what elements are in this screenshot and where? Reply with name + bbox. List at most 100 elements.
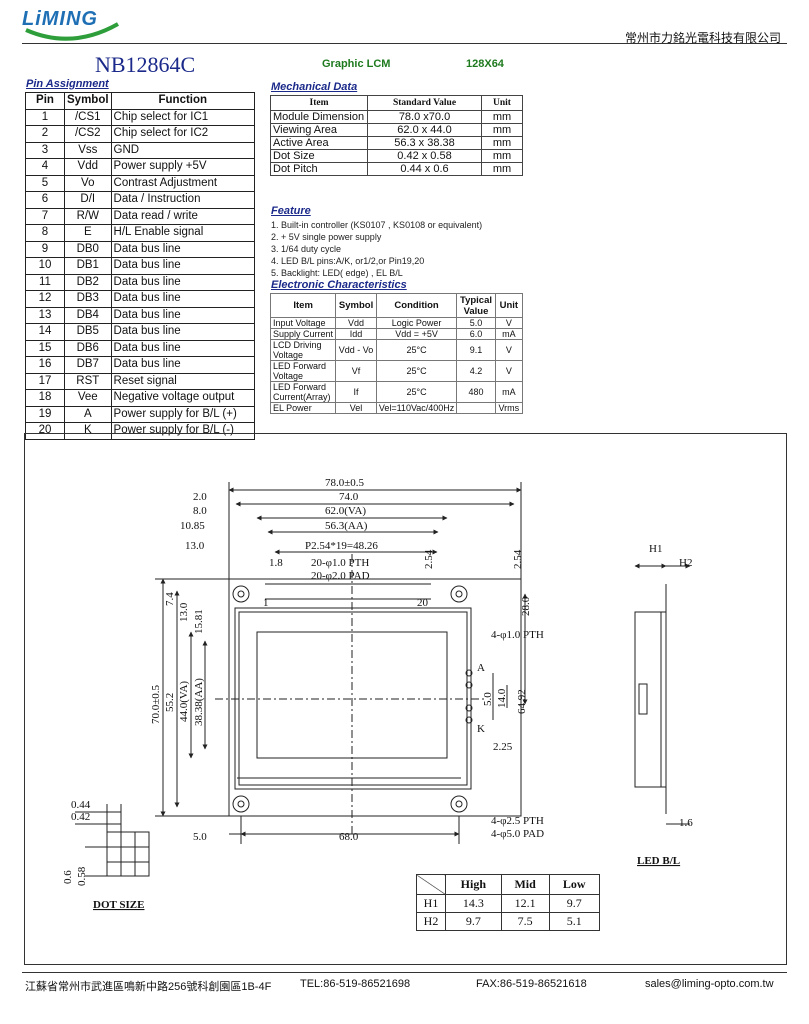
table-cell: 10	[25, 257, 65, 275]
dim-78: 78.0±0.5	[325, 477, 365, 489]
table-cell: Vdd = +5V	[375, 328, 458, 340]
dim-50: 5.0	[482, 692, 494, 706]
feature-list: 1. Built-in controller (KS0107 , KS0108 …	[271, 219, 531, 279]
dim-130v: 13.0	[178, 602, 190, 622]
table-cell: 0.42 x 0.58	[367, 149, 482, 163]
footer-address: 江蘇省常州市武進區鳴新中路256號科創園區1B-4F	[25, 981, 272, 993]
table-cell: Power supply +5V	[110, 158, 256, 176]
dim-2: 2.0	[193, 491, 207, 503]
table-cell: mm	[481, 110, 523, 124]
table-cell: Vel=110Vac/400Hz	[375, 402, 458, 414]
module-resolution: 128X64	[466, 58, 504, 70]
dim-44va: 44.0(VA)	[178, 681, 190, 722]
footer-email: sales@liming-opto.com.tw	[645, 978, 774, 990]
table-cell: Data / Instruction	[110, 191, 256, 209]
table-cell: 6	[25, 191, 65, 209]
table-cell: Data bus line	[110, 273, 256, 291]
table-cell: 16	[25, 356, 65, 374]
table-cell: 12	[25, 290, 65, 308]
table-cell: 25°C	[375, 339, 458, 361]
col-header: Unit	[481, 95, 523, 111]
list-item: 2. + 5V single power supply	[271, 232, 382, 242]
table-cell: 11	[25, 273, 65, 291]
feature-title: Feature	[271, 205, 311, 217]
table-cell: H1	[416, 894, 446, 913]
table-cell: 25°C	[375, 360, 458, 382]
table-cell: DB4	[64, 306, 112, 324]
table-cell	[456, 402, 496, 414]
table-cell: 5.1	[548, 912, 601, 931]
dim-1581: 15.81	[193, 609, 205, 634]
table-cell: V	[494, 317, 524, 329]
dim-pitch: P2.54*19=48.26	[305, 540, 378, 552]
col-header: Unit	[494, 293, 524, 318]
table-header-row: High Mid Low	[416, 874, 601, 895]
table-cell: Vrms	[494, 402, 524, 414]
table-cell: Negative voltage output	[110, 389, 256, 407]
pin-a-label: A	[477, 662, 485, 674]
table-cell: H/L Enable signal	[110, 224, 256, 242]
dim-74: 74.0	[339, 491, 359, 503]
table-cell: 13	[25, 306, 65, 324]
dim-5: 5.0	[193, 831, 207, 843]
table-cell: 1	[25, 108, 65, 126]
table-cell: Input Voltage	[269, 317, 337, 329]
dim-254a: 2.54	[423, 549, 435, 569]
table-cell: Data bus line	[110, 290, 256, 308]
table-cell: 62.0 x 44.0	[367, 123, 482, 137]
table-cell: 8	[25, 224, 65, 242]
table-cell: K	[64, 422, 112, 440]
table-cell: mm	[481, 123, 523, 137]
table-cell: 14.3	[445, 894, 502, 913]
dim-3838: 38.38(AA)	[193, 678, 205, 726]
col-header: Function	[110, 92, 256, 110]
table-cell: LED Forward Current(Array)	[269, 381, 337, 403]
table-cell: 56.3 x 38.38	[367, 136, 482, 150]
module-type: Graphic LCM	[322, 58, 391, 70]
table-cell: 78.0 x70.0	[367, 110, 482, 124]
dim-13: 13.0	[185, 540, 205, 552]
table-cell: Dot Size	[270, 149, 368, 163]
table-cell: 0.44 x 0.6	[367, 162, 482, 176]
col-header: Standard Value	[367, 95, 482, 111]
table-header-row: Pin Symbol Function	[25, 92, 256, 110]
dim-pth4: 4-φ1.0 PTH	[491, 629, 544, 641]
list-item: 5. Backlight: LED( edge) , EL B/L	[271, 268, 403, 278]
table-cell: 5	[25, 174, 65, 192]
col-header	[416, 874, 446, 895]
dim-h1: H1	[649, 543, 662, 555]
table-cell: mm	[481, 162, 523, 176]
dim-552: 55.2	[164, 693, 176, 712]
table-cell: Vss	[64, 141, 112, 159]
table-cell: 25°C	[375, 381, 458, 403]
footer-tel: TEL:86-519-86521698	[300, 978, 411, 990]
table-cell: 19	[25, 405, 65, 423]
table-cell: D/I	[64, 191, 112, 209]
table-cell: LED Forward Voltage	[269, 360, 337, 382]
dim-68: 68.0	[339, 831, 359, 843]
table-header-row: Item Standard Value Unit	[270, 95, 523, 111]
table-cell: 20	[25, 422, 65, 440]
table-cell: GND	[110, 141, 256, 159]
col-header: Typical Value	[456, 293, 496, 318]
